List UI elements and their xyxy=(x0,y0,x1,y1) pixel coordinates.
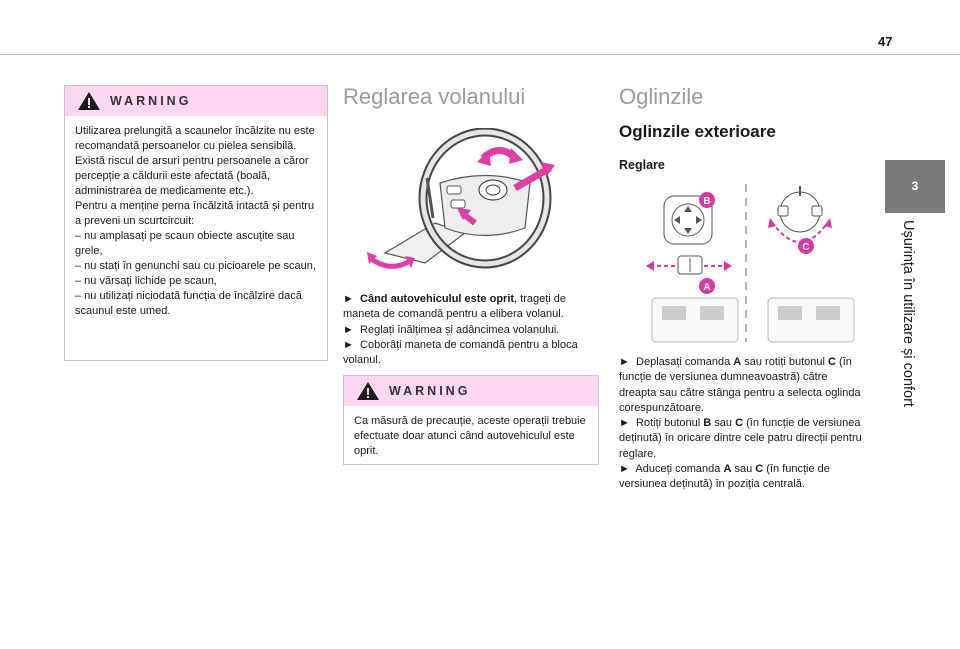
warning-triangle-icon xyxy=(357,382,379,400)
mirror-controls-illustration: B A C xyxy=(646,184,855,343)
warning-text: Ca măsură de precauție, aceste operații … xyxy=(354,415,586,457)
warning-box-heated-seats: WARNING Utilizarea prelungită a scaunelo… xyxy=(64,85,328,361)
warning-box-steering: WARNING Ca măsură de precauție, aceste o… xyxy=(343,375,599,465)
warning-label: WARNING xyxy=(389,384,471,398)
text-run: Deplasați comanda xyxy=(636,356,734,368)
mirror-step-3: ► Aduceți comanda A sau C (în funcție de… xyxy=(619,462,864,493)
bullet-marker: ► xyxy=(619,463,630,476)
top-divider xyxy=(0,54,960,55)
text-run: sau xyxy=(731,463,756,476)
section-title-steering: Reglarea volanului xyxy=(343,84,526,109)
text-run: sau rotiți butonul xyxy=(741,356,829,368)
callout-label: C xyxy=(802,242,809,253)
steering-instructions: ► Când autovehiculul este oprit, trageți… xyxy=(343,292,601,368)
bullet-marker: ► xyxy=(619,356,630,368)
text-run-bold: C xyxy=(828,356,836,368)
text-run: (în funcție de versiunea deținută) în po… xyxy=(619,463,830,491)
text-run: Aduceți comanda xyxy=(635,463,724,476)
page-number: 47 xyxy=(878,34,893,49)
chapter-tab: 3 xyxy=(885,160,945,213)
text-run: Rotiți butonul xyxy=(636,417,704,430)
mirror-step-2: ► Rotiți butonul B sau C (în funcție de … xyxy=(619,416,864,462)
text-run: (în funcție de versiunea dumneavoastră) … xyxy=(619,356,861,414)
text-run-bold: C xyxy=(755,463,764,476)
chapter-title: Ușurința în utilizare și confort xyxy=(900,220,916,407)
text-run-bold: A xyxy=(733,356,742,368)
text-run: (în funcție de versiunea deținută) în or… xyxy=(619,417,862,460)
text-run-bold: C xyxy=(735,417,744,430)
bullet-marker: ► xyxy=(343,338,354,351)
mirror-step-1: ► Deplasați comanda A sau rotiți butonul… xyxy=(619,355,864,416)
section-title-mirrors: Oglinzile xyxy=(619,84,704,109)
steering-step-2: ► Reglați înălțimea și adâncimea volanul… xyxy=(343,323,601,338)
warning-text: Utilizarea prelungită a scaunelor încălz… xyxy=(75,125,316,317)
warning-header: WARNING xyxy=(65,86,327,116)
steering-step-1: ► Când autovehiculul este oprit, trageți… xyxy=(343,292,601,323)
step-1-text: , trageți de maneta de comandă pentru a … xyxy=(343,293,567,321)
heading-adjustment: Reglare xyxy=(619,158,665,172)
warning-triangle-icon xyxy=(78,92,100,110)
mirror-instructions: ► Deplasați comanda A sau rotiți butonul… xyxy=(619,355,864,493)
bullet-marker: ► xyxy=(343,293,354,305)
step-3-text: Coborâți maneta de comandă pentru a bloc… xyxy=(343,338,578,367)
subtitle-exterior-mirrors: Oglinzile exterioare xyxy=(619,122,776,141)
text-run-bold: B xyxy=(703,417,712,430)
bullet-marker: ► xyxy=(619,417,630,430)
text-run: sau xyxy=(711,417,736,430)
step-2-text: Reglați înălțimea și adâncimea volanului… xyxy=(360,323,560,336)
text-run-bold: A xyxy=(723,463,732,476)
callout-label: A xyxy=(703,282,710,293)
bullet-marker: ► xyxy=(343,323,354,336)
step-1-bold: Când autovehiculul este oprit xyxy=(360,293,515,305)
callout-label: B xyxy=(703,196,710,207)
warning-header: WARNING xyxy=(344,376,598,406)
steering-step-3: ► Coborâți maneta de comandă pentru a bl… xyxy=(343,338,601,369)
steering-wheel-illustration xyxy=(367,128,555,269)
warning-label: WARNING xyxy=(110,94,192,108)
